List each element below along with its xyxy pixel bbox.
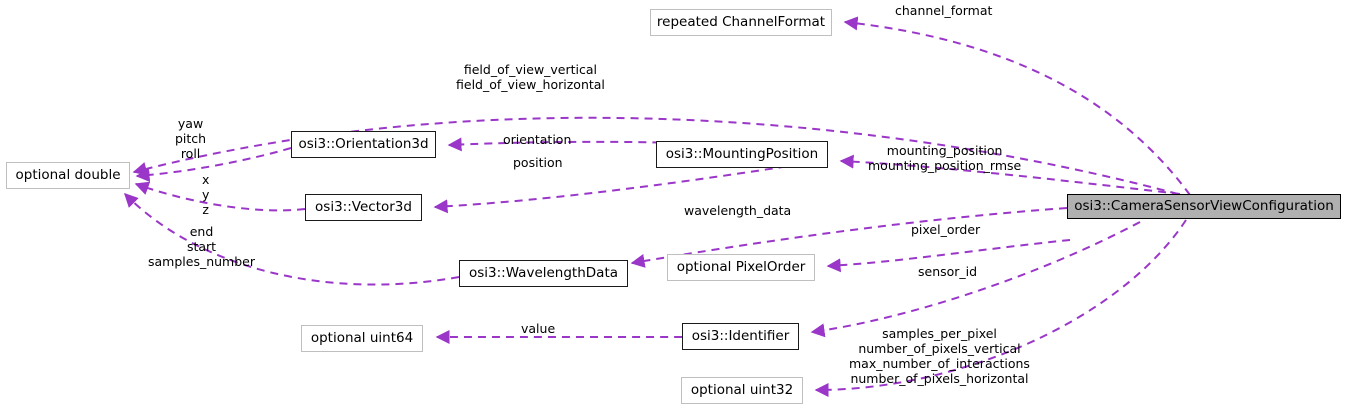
- edge-label-sensor-id: sensor_id: [918, 264, 978, 279]
- edge-label-channel-format: channel_format: [895, 3, 993, 18]
- edge-label-value: value: [521, 321, 556, 336]
- node-label: osi3::MountingPosition: [665, 145, 819, 162]
- node-osi3-camerasensorviewconfiguration[interactable]: osi3::CameraSensorViewConfiguration: [1067, 194, 1341, 219]
- node-label: optional uint32: [690, 381, 794, 398]
- edge-yaw-pitch-roll: [135, 147, 292, 183]
- edge-label-yaw-pitch-roll: yaw pitch roll: [175, 116, 207, 161]
- node-osi3-vector3d[interactable]: osi3::Vector3d: [305, 194, 422, 221]
- edge-label-mounting-position: mounting_position mounting_position_rmse: [868, 143, 1022, 173]
- edge-pixel-order: [826, 239, 1071, 273]
- edge-label-field-of-view: field_of_view_vertical field_of_view_hor…: [456, 62, 605, 92]
- edge-wavelength-data: [630, 207, 1068, 268]
- node-osi3-orientation3d[interactable]: osi3::Orientation3d: [291, 131, 436, 158]
- edge-position: [433, 159, 829, 214]
- edge-label-position: position: [513, 155, 563, 170]
- node-osi3-mountingposition[interactable]: osi3::MountingPosition: [656, 141, 828, 168]
- node-repeated-channel-format[interactable]: repeated ChannelFormat: [650, 9, 832, 36]
- node-osi3-identifier[interactable]: osi3::Identifier: [682, 323, 799, 350]
- edge-sensor-id: [810, 221, 1141, 338]
- node-optional-pixelorder[interactable]: optional PixelOrder: [667, 254, 815, 281]
- node-label: osi3::Identifier: [691, 327, 790, 344]
- node-label: optional uint64: [310, 329, 414, 346]
- edge-label-end-start-samples: end start samples_number: [148, 224, 255, 269]
- node-optional-uint64[interactable]: optional uint64: [301, 325, 423, 352]
- node-label: repeated ChannelFormat: [656, 13, 826, 30]
- node-optional-uint32[interactable]: optional uint32: [681, 377, 803, 404]
- node-osi3-wavelengthdata[interactable]: osi3::WavelengthData: [459, 260, 628, 287]
- edge-label-orientation: orientation: [503, 132, 572, 147]
- edge-end-start-samples: [124, 193, 460, 286]
- node-label: optional double: [15, 166, 121, 183]
- edge-label-pixel-order: pixel_order: [911, 222, 981, 237]
- edge-label-xyz: x y z: [202, 172, 210, 217]
- node-label: optional PixelOrder: [676, 258, 806, 275]
- node-label: osi3::Vector3d: [315, 198, 412, 215]
- node-label: osi3::WavelengthData: [468, 264, 619, 281]
- node-optional-double[interactable]: optional double: [6, 162, 130, 189]
- node-label: osi3::CameraSensorViewConfiguration: [1074, 197, 1334, 214]
- edge-pixel-counts: [814, 219, 1187, 397]
- edge-label-pixel-counts: samples_per_pixel number_of_pixels_verti…: [849, 326, 1030, 386]
- edge-mounting-position: [839, 154, 1181, 195]
- edge-channel-format: [843, 16, 1191, 196]
- edge-label-wavelength-data: wavelength_data: [684, 203, 792, 218]
- node-label: osi3::Orientation3d: [298, 135, 429, 152]
- edge-xyz: [134, 181, 306, 212]
